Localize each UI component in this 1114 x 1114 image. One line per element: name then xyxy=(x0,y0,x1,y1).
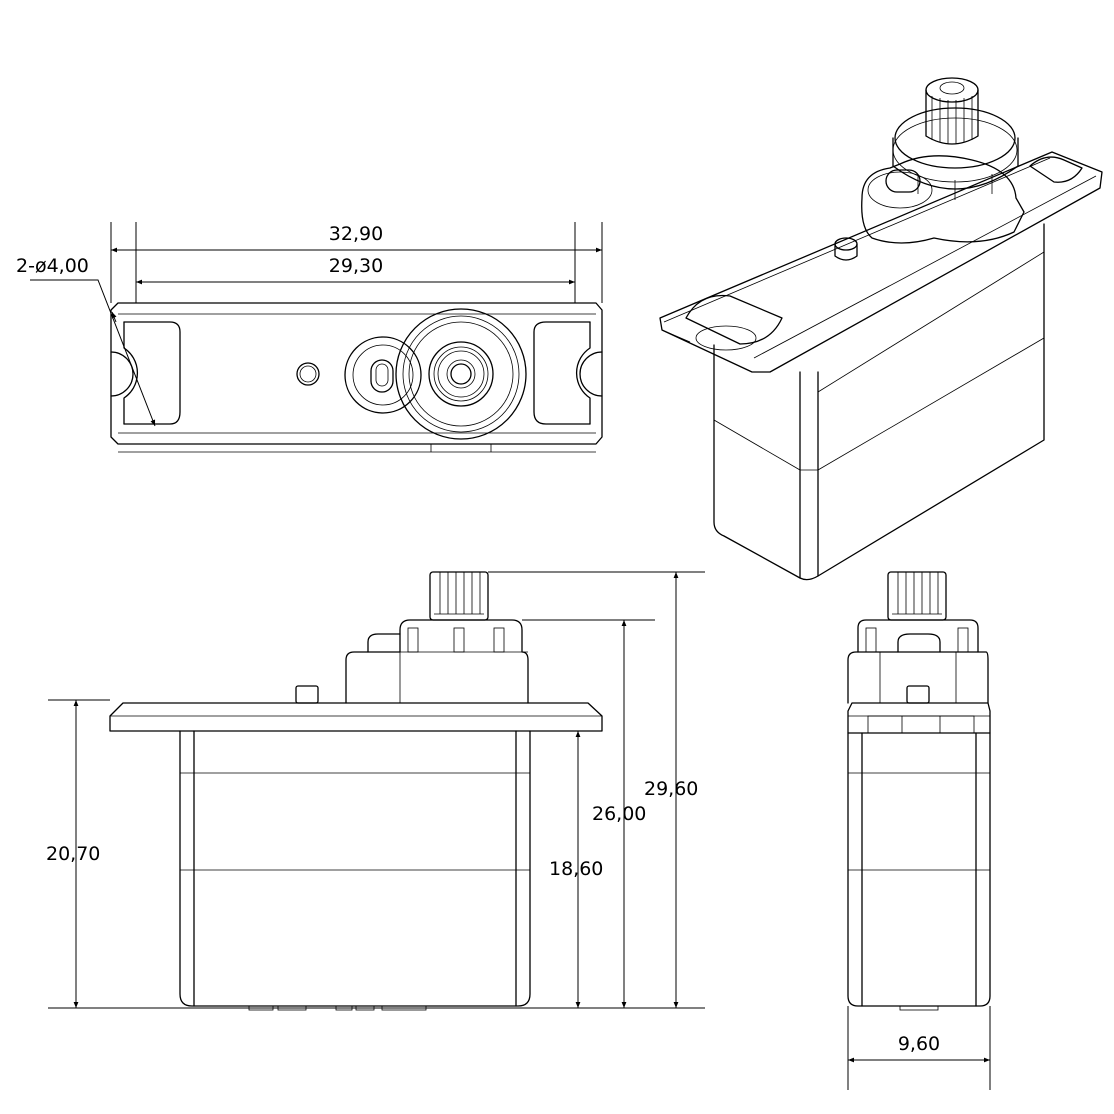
front-view-dimensions: 20,70 18,60 26,00 29,60 xyxy=(46,571,705,1009)
right-mount-slot xyxy=(579,351,603,397)
top-view xyxy=(110,302,603,453)
output-spline xyxy=(428,341,494,407)
front-view-flange xyxy=(109,702,603,732)
body-height-label: 20,70 xyxy=(46,843,100,865)
mount-height-label: 18,60 xyxy=(549,858,603,880)
side-view-flange xyxy=(847,702,991,734)
hole-callout-leader xyxy=(30,279,156,427)
front-view-case xyxy=(179,730,531,1007)
side-view-dimensions: 9,60 xyxy=(847,1006,991,1090)
top-view-dimensions: 32,90 29,30 2-ø4,00 xyxy=(16,222,603,427)
thickness-label: 9,60 xyxy=(898,1033,940,1055)
iso-flange xyxy=(659,151,1103,373)
iso-output-gear xyxy=(894,107,1016,169)
iso-slot-left xyxy=(685,294,783,345)
side-view xyxy=(847,571,991,1011)
output-gear-housing xyxy=(395,308,527,440)
front-gear-housing xyxy=(345,619,529,704)
overall-height-label: 29,60 xyxy=(644,778,698,800)
side-spline xyxy=(887,571,947,621)
locating-pin xyxy=(296,362,320,386)
left-mount-slot xyxy=(110,351,134,397)
front-spline xyxy=(429,571,489,621)
hole-callout-label: 2-ø4,00 xyxy=(16,255,89,277)
iso-gear-housing xyxy=(861,155,1025,244)
isometric-view xyxy=(659,77,1103,581)
iso-slot-right xyxy=(1029,156,1083,183)
front-view xyxy=(109,571,603,1011)
front-pin xyxy=(295,685,319,704)
side-view-case xyxy=(847,732,991,1007)
hole-spacing-label: 29,30 xyxy=(329,255,383,277)
iso-case xyxy=(713,223,1045,581)
side-gear-housing xyxy=(847,651,989,704)
gear-height-label: 26,00 xyxy=(592,803,646,825)
top-view-flange-outline xyxy=(110,302,603,445)
overall-width-label: 32,90 xyxy=(329,223,383,245)
bearing-boss xyxy=(344,336,422,414)
